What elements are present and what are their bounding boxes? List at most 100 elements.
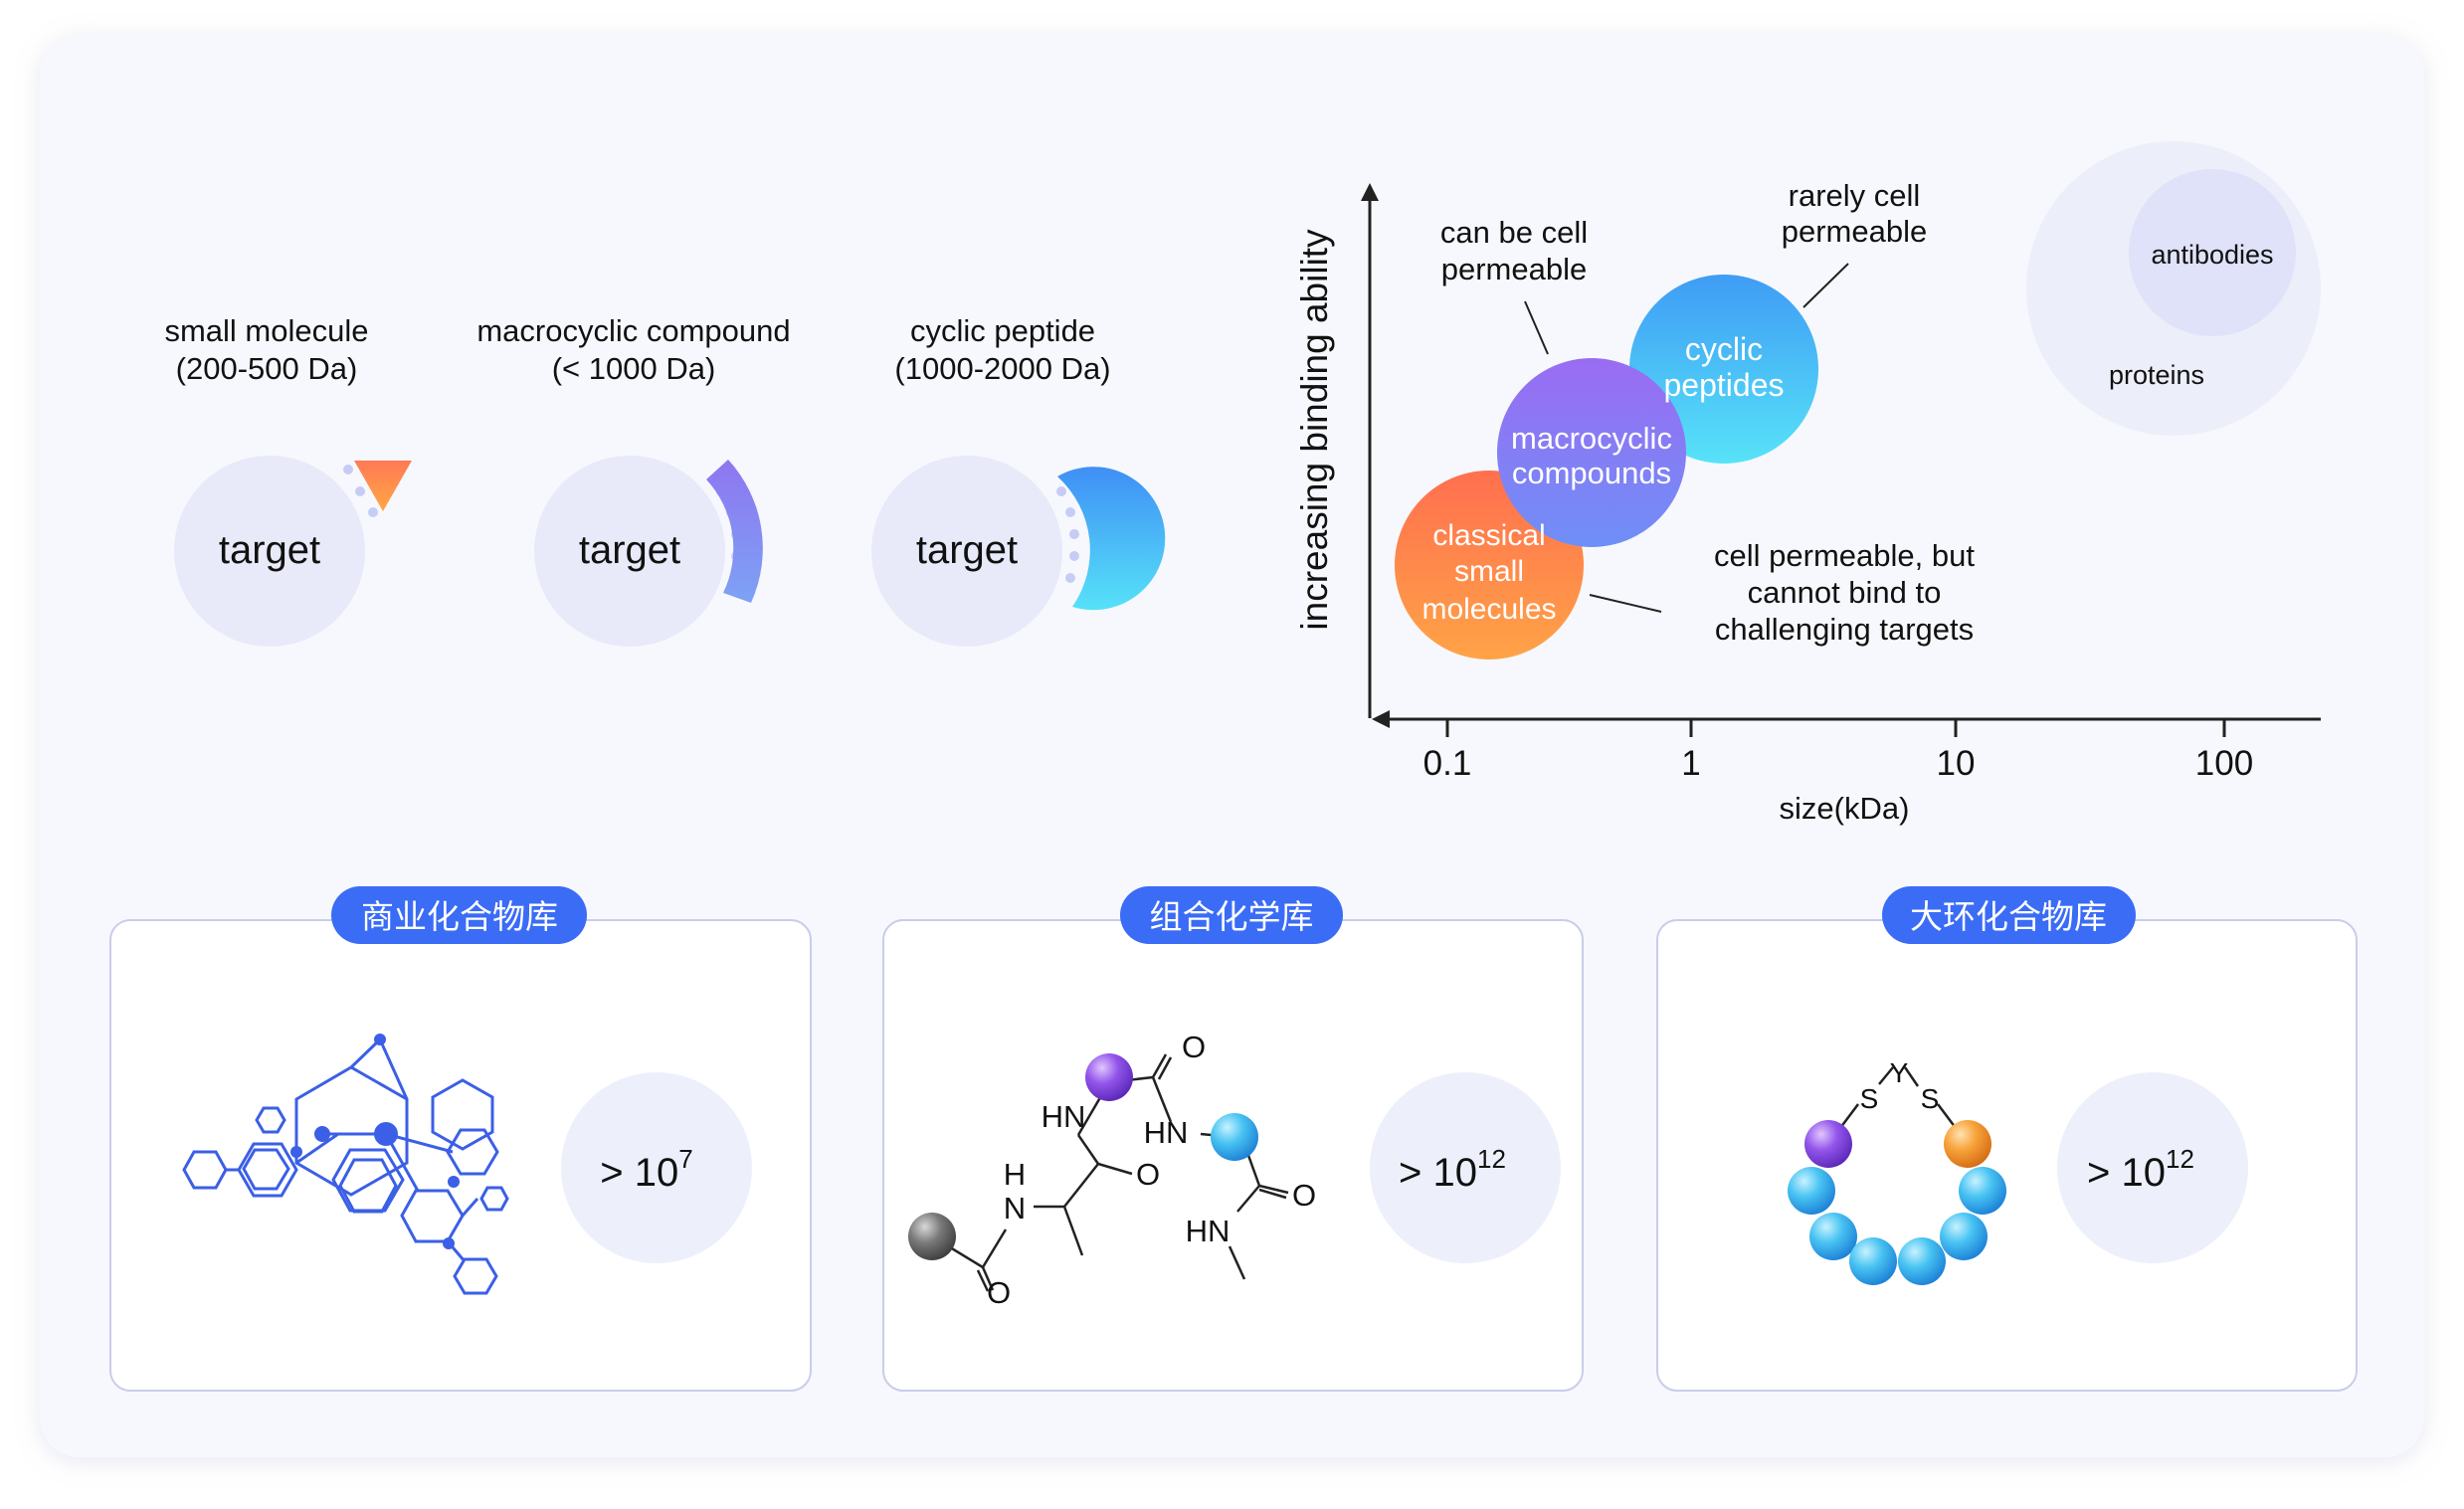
bubble-label-macrocyclic-1: macrocyclic xyxy=(1511,421,1672,456)
orange-bead xyxy=(1944,1120,1991,1168)
purple-bead xyxy=(1085,1053,1133,1101)
comparison-title-line2: (< 1000 Da) xyxy=(552,351,716,386)
network-node xyxy=(374,1122,398,1146)
binding-dot xyxy=(1056,486,1066,496)
amino-acid-bead xyxy=(1809,1213,1857,1260)
card-title-pill xyxy=(1120,886,1343,944)
amino-acid-bead xyxy=(1940,1213,1988,1260)
count-circle xyxy=(1370,1072,1561,1263)
network-node xyxy=(443,1237,455,1249)
annotation-cell-perm-3: challenging targets xyxy=(1715,612,1974,647)
atom-label-HN: HN xyxy=(1186,1214,1231,1248)
annotation-rarely-1: rarely cell xyxy=(1789,178,1921,213)
amino-acid-bead xyxy=(1788,1167,1835,1215)
x-tick-label: 100 xyxy=(2195,744,2253,783)
library-card-macrocyclic: 大环化合物库 S Y S > 1012 xyxy=(1656,886,2358,1392)
comparison-title-line1: macrocyclic compound xyxy=(476,313,790,348)
hexagon-network-icon xyxy=(182,1037,509,1295)
binding-dot xyxy=(355,486,365,496)
x-axis-label: size(kDa) xyxy=(1780,791,1910,826)
antibodies-label: antibodies xyxy=(2151,240,2273,270)
count-exponent: 12 xyxy=(2166,1144,2194,1174)
card-title: 组合化学库 xyxy=(1150,898,1314,935)
target-label: target xyxy=(916,528,1018,572)
atom-label-N: N xyxy=(1004,1191,1026,1226)
count-circle xyxy=(2057,1072,2248,1263)
x-tick-label: 10 xyxy=(1937,744,1976,783)
x-tick-label: 0.1 xyxy=(1423,744,1472,783)
comparison-title-line2: (1000-2000 Da) xyxy=(894,351,1110,386)
comparison-macrocyclic-compound: macrocyclic compound (< 1000 Da) target xyxy=(476,313,791,647)
target-label: target xyxy=(219,528,320,572)
atom-label-HN: HN xyxy=(1042,1099,1086,1134)
binding-dot xyxy=(1065,507,1075,517)
card-title-pill xyxy=(1882,886,2136,944)
card-title: 大环化合物库 xyxy=(1910,898,2107,935)
atom-label-O: O xyxy=(1292,1178,1316,1213)
target-circle xyxy=(534,456,725,647)
atom-label-O: O xyxy=(987,1275,1011,1310)
network-node xyxy=(374,1034,386,1045)
purple-bead xyxy=(1804,1120,1852,1168)
y-axis-arrow xyxy=(1361,183,1379,201)
bubble-label-cyclic-1: cyclic xyxy=(1685,331,1763,367)
network-node xyxy=(314,1126,330,1142)
resin-bead xyxy=(908,1213,956,1260)
card-frame xyxy=(1656,919,2358,1392)
target-label: target xyxy=(579,528,680,572)
annotation-cell-perm-2: cannot bind to xyxy=(1748,575,1942,610)
cyan-bead xyxy=(1211,1113,1258,1161)
comparison-title-line1: small molecule xyxy=(164,313,368,348)
leader-line xyxy=(1802,263,1849,308)
annotation-can-be-cell-2: permeable xyxy=(1441,252,1587,286)
small-molecule-triangle xyxy=(354,461,412,511)
x-axis-arrow xyxy=(1372,710,1390,728)
amino-acid-bead xyxy=(1849,1237,1897,1285)
count-circle xyxy=(561,1072,752,1263)
atom-label-O: O xyxy=(1182,1030,1206,1064)
atom-label-Y: Y xyxy=(1890,1057,1909,1088)
x-tick-label: 1 xyxy=(1681,744,1700,783)
bubble-label-macrocyclic-2: compounds xyxy=(1512,456,1671,490)
count-exponent: 7 xyxy=(678,1144,692,1174)
target-circle xyxy=(174,456,365,647)
amino-acid-bead xyxy=(1959,1167,2006,1215)
cyclic-peptide-moon xyxy=(1057,467,1166,611)
count-value: > 1012 xyxy=(1399,1144,1506,1195)
target-circle xyxy=(871,456,1062,647)
annotation-can-be-cell-1: can be cell xyxy=(1440,215,1588,250)
network-node xyxy=(448,1176,460,1188)
binding-dot xyxy=(1069,529,1079,539)
leader-line xyxy=(1524,300,1549,355)
atom-label-O: O xyxy=(1136,1157,1160,1192)
annotation-cell-perm-1: cell permeable, but xyxy=(1714,538,1975,573)
annotation-rarely-2: permeable xyxy=(1782,214,1927,249)
count-value: > 1012 xyxy=(2087,1144,2194,1195)
library-card-combinatorial: 组合化学库 HN HN HN H N O O xyxy=(882,886,1584,1392)
bubble-label-classical-1: classical xyxy=(1432,519,1545,552)
binding-dot xyxy=(1069,551,1079,561)
library-card-commercial: 商业化合物库 xyxy=(109,886,812,1392)
atom-label-HN: HN xyxy=(1144,1115,1189,1150)
comparison-cyclic-peptide: cyclic peptide (1000-2000 Da) target xyxy=(871,313,1166,647)
card-title-pill xyxy=(331,886,587,944)
binding-dot xyxy=(368,507,378,517)
macrocyclic-compounds-bubble xyxy=(1497,358,1686,547)
network-node xyxy=(290,1146,302,1158)
atom-label-S: S xyxy=(1860,1083,1879,1114)
comparison-title-line1: cyclic peptide xyxy=(910,313,1095,348)
bubble-label-classical-2: small xyxy=(1454,555,1524,588)
antibodies-bubble xyxy=(2129,169,2296,336)
count-base: > 10 xyxy=(2087,1151,2166,1195)
proteins-label: proteins xyxy=(2109,360,2204,390)
binding-dot xyxy=(343,465,353,474)
count-base: > 10 xyxy=(600,1151,678,1195)
comparison-title-line2: (200-500 Da) xyxy=(176,351,358,386)
amino-acid-bead xyxy=(1898,1237,1946,1285)
atom-label-S: S xyxy=(1921,1083,1940,1114)
bubble-label-cyclic-2: peptides xyxy=(1664,367,1785,403)
x-tick-group: 0.1 1 10 100 xyxy=(1423,719,2253,783)
macrocycle-arc xyxy=(706,460,763,603)
count-value: > 107 xyxy=(600,1144,692,1195)
